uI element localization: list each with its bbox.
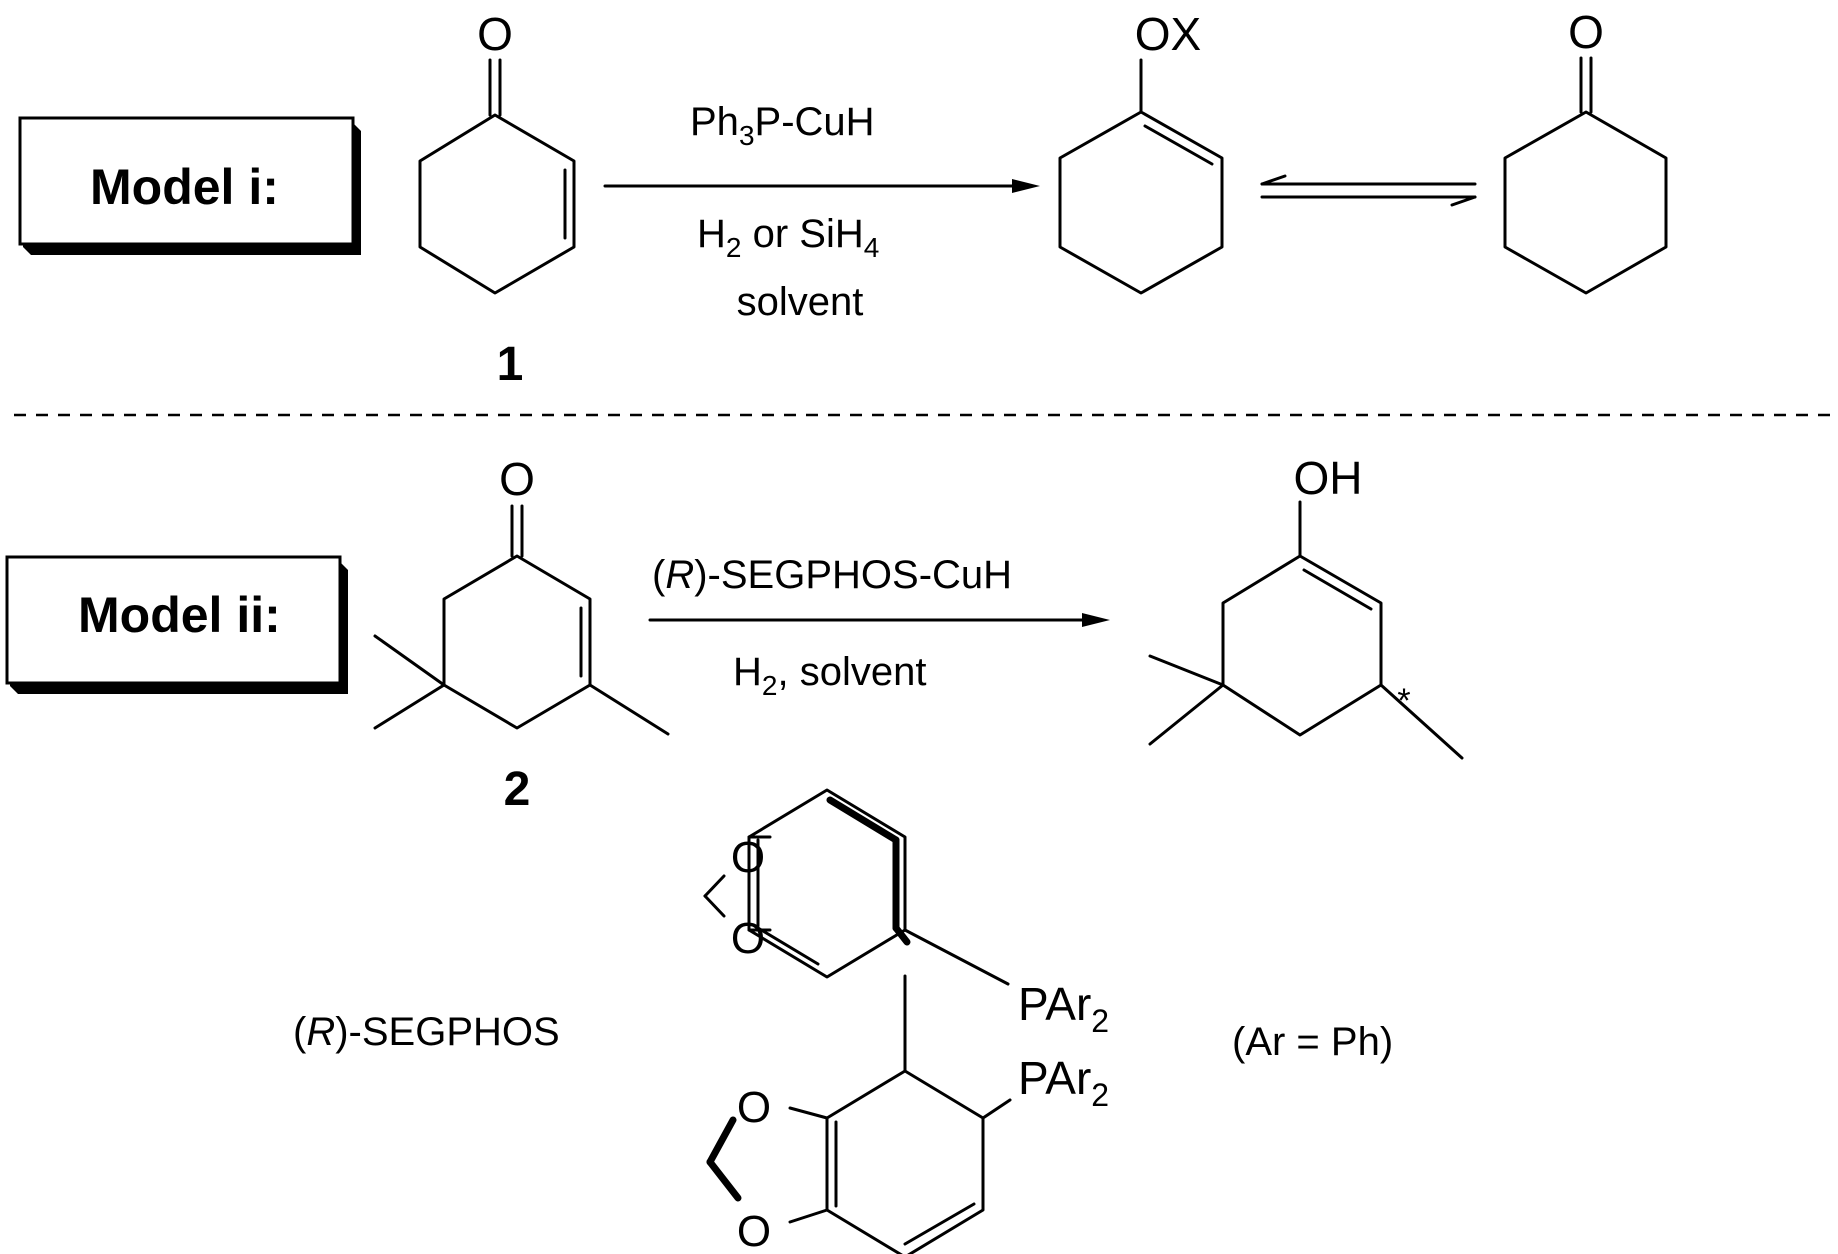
upper-dioxole-oxygen-top: O — [731, 833, 765, 882]
upper-phosphine-label: PAr2 — [1018, 978, 1109, 1039]
upper-dioxole-oxygen-bottom: O — [731, 914, 765, 963]
cyclohexanone-product-structure: O — [1503, 6, 1668, 295]
compound-1-number: 1 — [497, 338, 524, 391]
lower-phosphine-label: PAr2 — [1018, 1052, 1109, 1113]
enol-ox-label: OX — [1135, 8, 1201, 60]
ketone-oxygen-label: O — [477, 8, 513, 60]
enol-oh-label: OH — [1294, 452, 1363, 504]
model-i-label-box: Model i: — [18, 116, 361, 255]
lower-benzodioxole-ring: PAr2 O O — [706, 1052, 1109, 1254]
model-ii-section: Model ii: O 2 (R)-SEGPHOS-CuH H2, solven… — [5, 452, 1464, 816]
model-i-label: Model i: — [90, 159, 279, 215]
model-ii-conditions: H2, solvent — [733, 650, 926, 701]
enol-intermediate-structure: OX — [1058, 8, 1224, 295]
cyclohexenone-1-structure: O 1 — [418, 8, 576, 391]
segphos-name-label: (R)-SEGPHOS — [293, 1010, 560, 1054]
model-i-catalyst: Ph3P-CuH — [690, 100, 875, 151]
isophorone-oxygen-label: O — [499, 453, 535, 505]
lower-dioxole-oxygen-bottom: O — [737, 1207, 771, 1254]
model-i-section: Model i: O 1 Ph3P-CuH H2 or SiH4 solvent… — [18, 6, 1668, 391]
product-ketone-oxygen-label: O — [1568, 6, 1604, 58]
model-i-solvent: solvent — [737, 280, 864, 324]
equilibrium-arrows — [1260, 174, 1477, 207]
upper-benzodioxole-ring: O O PAr2 — [703, 788, 1109, 1039]
isophorone-2-structure: O 2 — [373, 453, 670, 816]
stereocenter-asterisk: * — [1397, 682, 1410, 720]
compound-2-number: 2 — [504, 763, 531, 816]
model-ii-label-box: Model ii: — [5, 555, 348, 694]
segphos-ligand-section: (R)-SEGPHOS O O PAr2 — [293, 788, 1393, 1254]
chiral-enol-product-structure: OH * — [1148, 452, 1464, 760]
lower-dioxole-oxygen-top: O — [737, 1083, 771, 1132]
model-i-hydride-source: H2 or SiH4 — [697, 212, 879, 263]
model-ii-reaction-arrow — [648, 613, 1110, 627]
aryl-definition-label: (Ar = Ph) — [1232, 1020, 1393, 1064]
model-i-reaction-arrow — [603, 179, 1040, 193]
model-ii-label: Model ii: — [78, 587, 281, 643]
model-ii-catalyst: (R)-SEGPHOS-CuH — [652, 553, 1012, 597]
